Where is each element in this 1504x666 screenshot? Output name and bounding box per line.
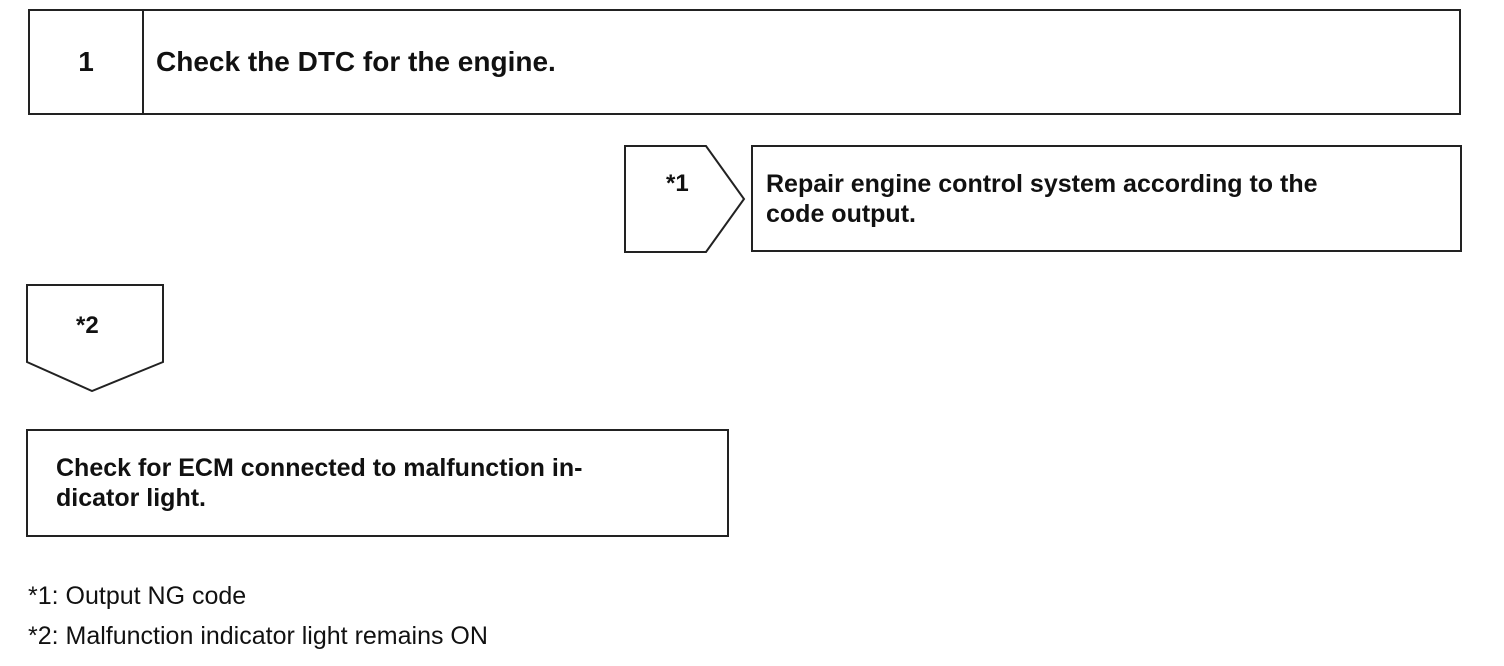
step-number: 1 [30,11,144,113]
ng-branch-tag-label: *1 [666,170,689,197]
step-header: 1 Check the DTC for the engine. [28,9,1461,115]
footnote-1: *1: Output NG code [28,582,247,610]
repair-action-text: Repair engine control system according t… [766,169,1456,229]
ecm-check-line-2: dicator light. [56,484,206,512]
repair-action-line-2: code output. [766,200,916,228]
footnotes: *1: Output NG code *2: Malfunction indic… [28,576,488,656]
right-arrow-tag-shape [624,145,746,253]
repair-action-box: Repair engine control system according t… [751,145,1462,252]
ecm-check-text: Check for ECM connected to malfunction i… [56,453,716,513]
ecm-check-line-1: Check for ECM connected to malfunction i… [56,454,583,482]
step-title: Check the DTC for the engine. [156,46,556,77]
ecm-check-box: Check for ECM connected to malfunction i… [26,429,729,537]
repair-action-line-1: Repair engine control system according t… [766,170,1318,198]
ng-branch-tag: *1 [624,145,746,253]
on-branch-tag-label: *2 [76,312,99,339]
on-branch-tag: *2 [26,284,164,392]
down-arrow-tag-shape [26,284,164,392]
footnote-2: *2: Malfunction indicator light remains … [28,622,488,650]
